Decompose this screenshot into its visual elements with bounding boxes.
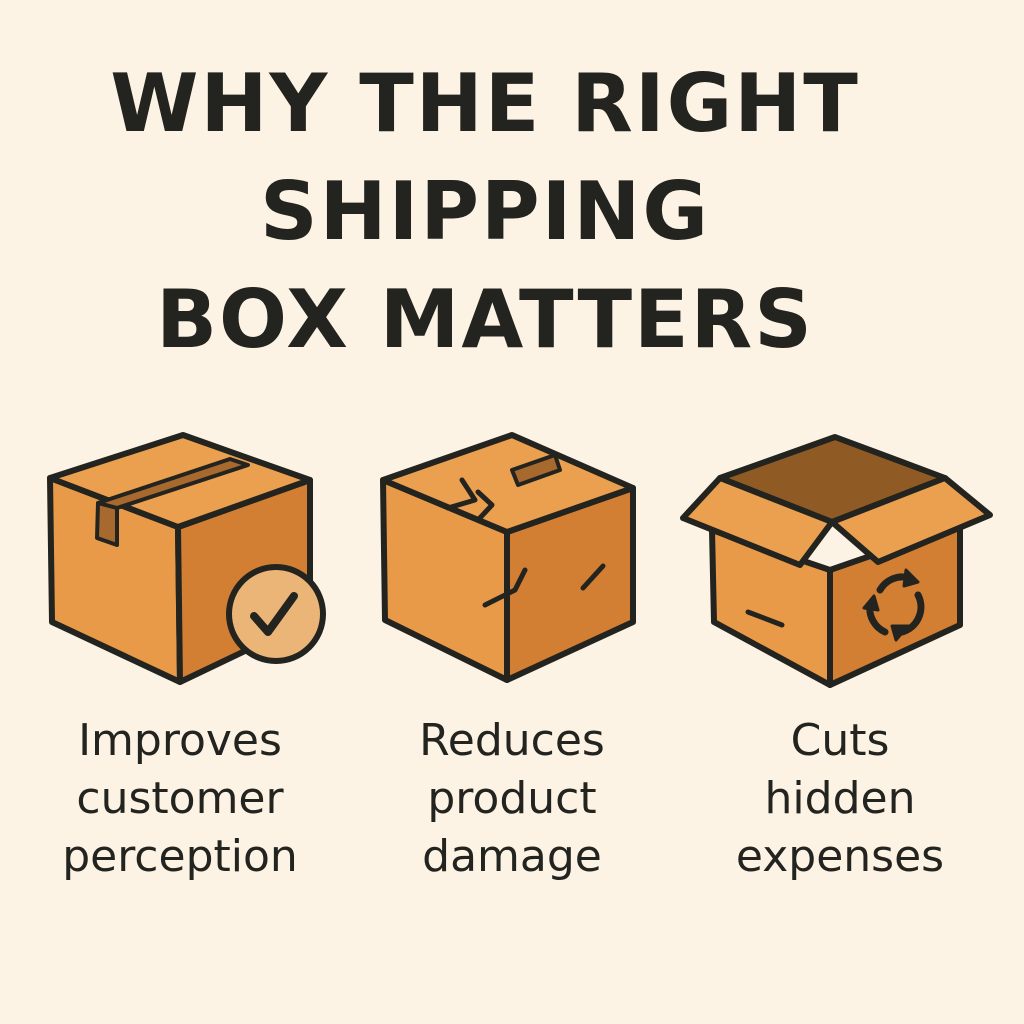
open-box-recycle-icon: [680, 434, 993, 688]
title-line-3: BOX MATTERS: [156, 273, 814, 366]
label-line: expenses: [735, 831, 945, 882]
check-circle-icon: [226, 564, 326, 664]
label-line: Improves: [78, 715, 282, 766]
benefit-label-expenses: Cuts hidden expenses: [690, 712, 990, 886]
closed-box-with-check-icon: [47, 432, 326, 685]
label-line: hidden: [764, 773, 916, 824]
label-line: perception: [62, 831, 298, 882]
benefit-label-damage: Reduces product damage: [362, 712, 662, 886]
title-line-1: WHY THE RIGHT: [110, 57, 860, 150]
recycle-icon: [862, 568, 925, 642]
label-line: damage: [422, 831, 602, 882]
label-line: product: [427, 773, 597, 824]
label-line: Reduces: [419, 715, 605, 766]
title-line-2: SHIPPING: [260, 165, 710, 258]
damaged-box-icon: [380, 432, 636, 683]
label-line: customer: [76, 773, 284, 824]
benefit-label-perception: Improves customer perception: [30, 712, 330, 886]
label-line: Cuts: [790, 715, 890, 766]
page-title: WHY THE RIGHT SHIPPING BOX MATTERS: [0, 50, 970, 374]
